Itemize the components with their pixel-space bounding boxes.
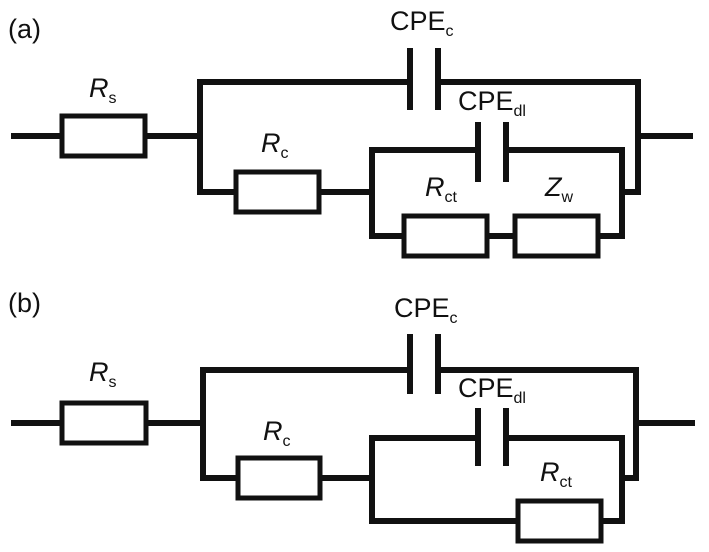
panel-a-rs-label: Rs xyxy=(89,73,117,107)
panel-a-zw-label: Zw xyxy=(544,172,574,206)
panel-a-cpe-dl-label: CPEdl xyxy=(458,86,526,120)
panel-b-cpe-c-label: CPEc xyxy=(394,293,458,327)
panel-a-rc-label: Rc xyxy=(261,128,289,162)
panel-b-cpe-dl-label: CPEdl xyxy=(458,373,526,407)
panel-b-rs-label: Rs xyxy=(89,357,117,391)
panel-b-rct-label: Rct xyxy=(540,457,573,491)
panel-a-wires xyxy=(11,79,693,239)
panel-a-label: (a) xyxy=(8,14,41,44)
panel-b-wires xyxy=(11,367,695,524)
panel-a-zw-element xyxy=(512,213,601,259)
panel-a-rs-resistor xyxy=(59,113,148,159)
panel-a-cpe-c-label: CPEc xyxy=(390,6,454,40)
panel-b-rs-resistor xyxy=(59,400,149,446)
circuit-panel-a: (a) Rs CPEc Rc CPEdl Rct Zw xyxy=(8,6,693,259)
panel-a-rct-label: Rct xyxy=(425,172,458,206)
panel-b-rct-resistor xyxy=(515,498,604,544)
panel-b-rc-resistor xyxy=(235,455,323,501)
panel-a-rct-resistor xyxy=(401,213,490,259)
panel-b-rc-label: Rc xyxy=(263,416,291,450)
panel-a-rc-resistor xyxy=(233,169,322,215)
circuit-panel-b: (b) Rs CPEc Rc CPEdl Rct xyxy=(8,288,695,544)
panel-b-label: (b) xyxy=(8,288,41,318)
